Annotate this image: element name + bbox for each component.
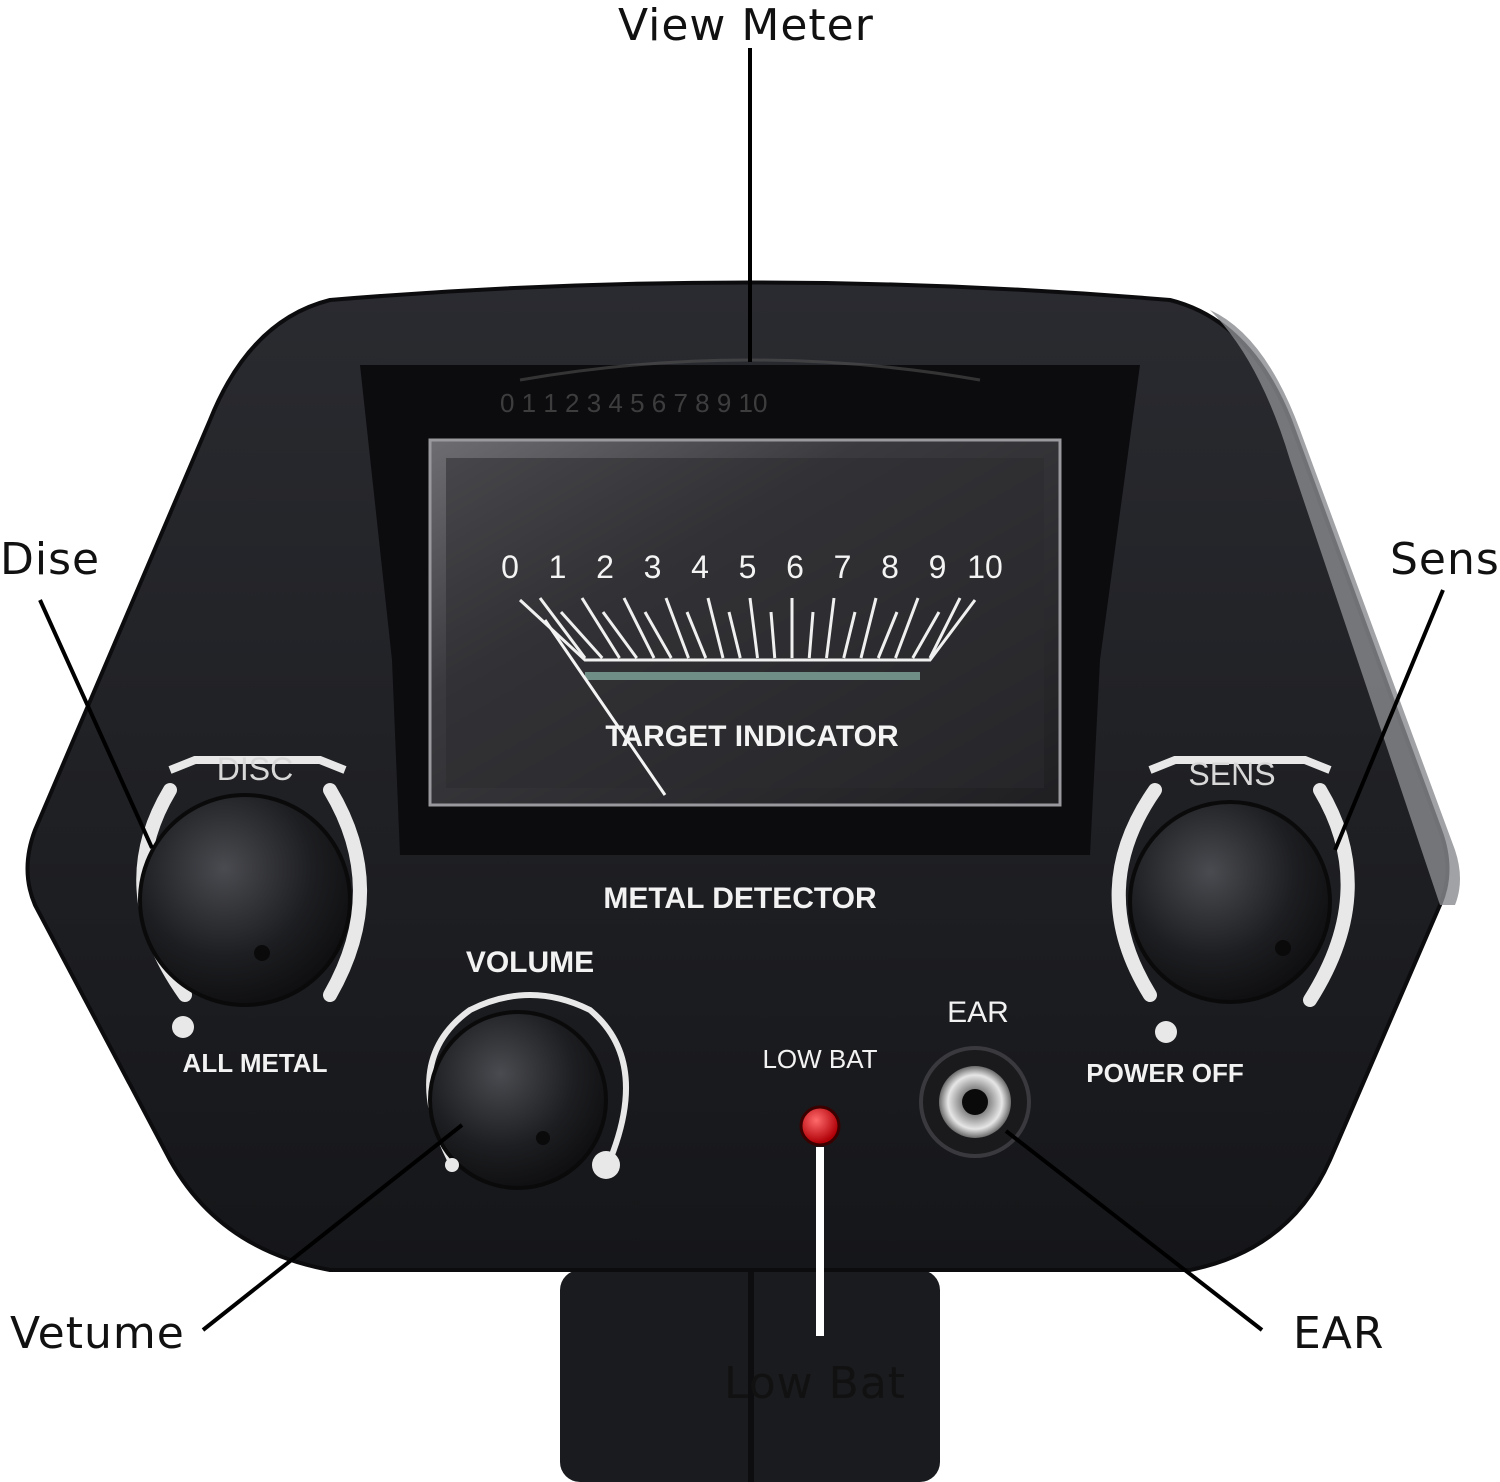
meter-tick <box>876 611 899 659</box>
sens-label: SENS <box>1188 756 1275 792</box>
disc-label: DISC <box>217 751 293 787</box>
meter-tick <box>859 597 878 659</box>
power-off-label: POWER OFF <box>1086 1058 1243 1088</box>
meter-needle <box>543 619 667 796</box>
meter-scale-number: 7 <box>834 549 852 585</box>
low-bat-led <box>799 1105 841 1147</box>
meter-tick <box>622 597 656 659</box>
volume-min-dot <box>445 1158 459 1172</box>
ear-label: EAR <box>947 996 1009 1029</box>
target-indicator-label: TARGET INDICATOR <box>605 720 899 753</box>
sens-knob[interactable] <box>1128 800 1332 1004</box>
all-metal-label: ALL METAL <box>183 1048 328 1078</box>
volume-callout: Vetume <box>10 1308 185 1359</box>
sens-arc <box>1111 783 1355 1007</box>
meter-tick <box>911 611 941 659</box>
sens-control[interactable]: SENS POWER OFF <box>1086 756 1355 1088</box>
meter-scale-number: 10 <box>967 549 1003 585</box>
needle-track <box>585 672 920 680</box>
volume-label: VOLUME <box>466 946 594 979</box>
disc-label-bar <box>168 756 347 774</box>
volume-max-dot <box>592 1151 620 1179</box>
volume-knob[interactable] <box>428 1010 608 1190</box>
meter-tick <box>727 611 742 659</box>
meter-tick <box>538 597 587 659</box>
meter-scale-number: 2 <box>596 549 614 585</box>
reflected-scale: 0 1 1 2 3 4 5 6 7 8 9 10 <box>500 358 981 418</box>
meter-tick <box>807 611 815 659</box>
disc-callout: Dise <box>0 534 101 585</box>
low-bat-label: LOW BAT <box>762 1044 877 1074</box>
meter-tick <box>825 597 836 659</box>
meter-tick <box>706 597 725 659</box>
volume-arc <box>426 992 629 1162</box>
low-bat-callout: Low Bat <box>724 1358 907 1409</box>
meter-tick <box>559 610 604 660</box>
svg-text:0 1 1 2 3 4 5 6 7 8 9 10: 0 1 1 2 3 4 5 6 7 8 9 10 <box>500 388 767 418</box>
meter-scale-number: 4 <box>691 549 709 585</box>
meter-scale-number: 3 <box>644 549 662 585</box>
meter-tick <box>580 597 621 659</box>
meter-tick <box>643 611 673 659</box>
meter-tick <box>928 597 962 659</box>
meter-tick-marks <box>538 597 962 660</box>
callout-lines <box>38 48 1445 1332</box>
shaft-seam <box>748 1270 754 1482</box>
volume-knob-indicator <box>536 1131 550 1145</box>
sens-callout: Sens <box>1390 534 1500 585</box>
power-off-dot <box>1155 1021 1177 1043</box>
sens-knob-indicator <box>1275 940 1291 956</box>
meter-tick <box>601 611 638 659</box>
meter-tick <box>894 597 920 659</box>
disc-knob[interactable] <box>138 793 352 1007</box>
meter-scale-number: 6 <box>786 549 804 585</box>
view-meter-callout: View Meter <box>618 0 874 51</box>
meter-scale-number: 1 <box>549 549 567 585</box>
housing-rim <box>1210 310 1460 905</box>
meter-tick <box>664 597 690 659</box>
disc-knob-indicator <box>254 945 270 961</box>
metal-detector-label: METAL DETECTOR <box>603 882 877 915</box>
sens-label-bar <box>1148 756 1332 774</box>
ear-callout: EAR <box>1293 1308 1385 1359</box>
meter-scale-number: 8 <box>881 549 899 585</box>
ear-jack-hole <box>962 1089 988 1115</box>
all-metal-dot <box>172 1016 194 1038</box>
meter-scale-number: 9 <box>929 549 947 585</box>
disc-control[interactable]: DISC ALL METAL <box>136 751 367 1078</box>
meter-tick <box>842 611 857 659</box>
meter-tick <box>769 611 777 659</box>
meter-tick <box>748 597 759 659</box>
meter-scale-number: 5 <box>739 549 757 585</box>
volume-control[interactable]: VOLUME <box>426 946 629 1190</box>
meter-tick <box>685 611 708 659</box>
meter-scale-number: 0 <box>501 549 519 585</box>
